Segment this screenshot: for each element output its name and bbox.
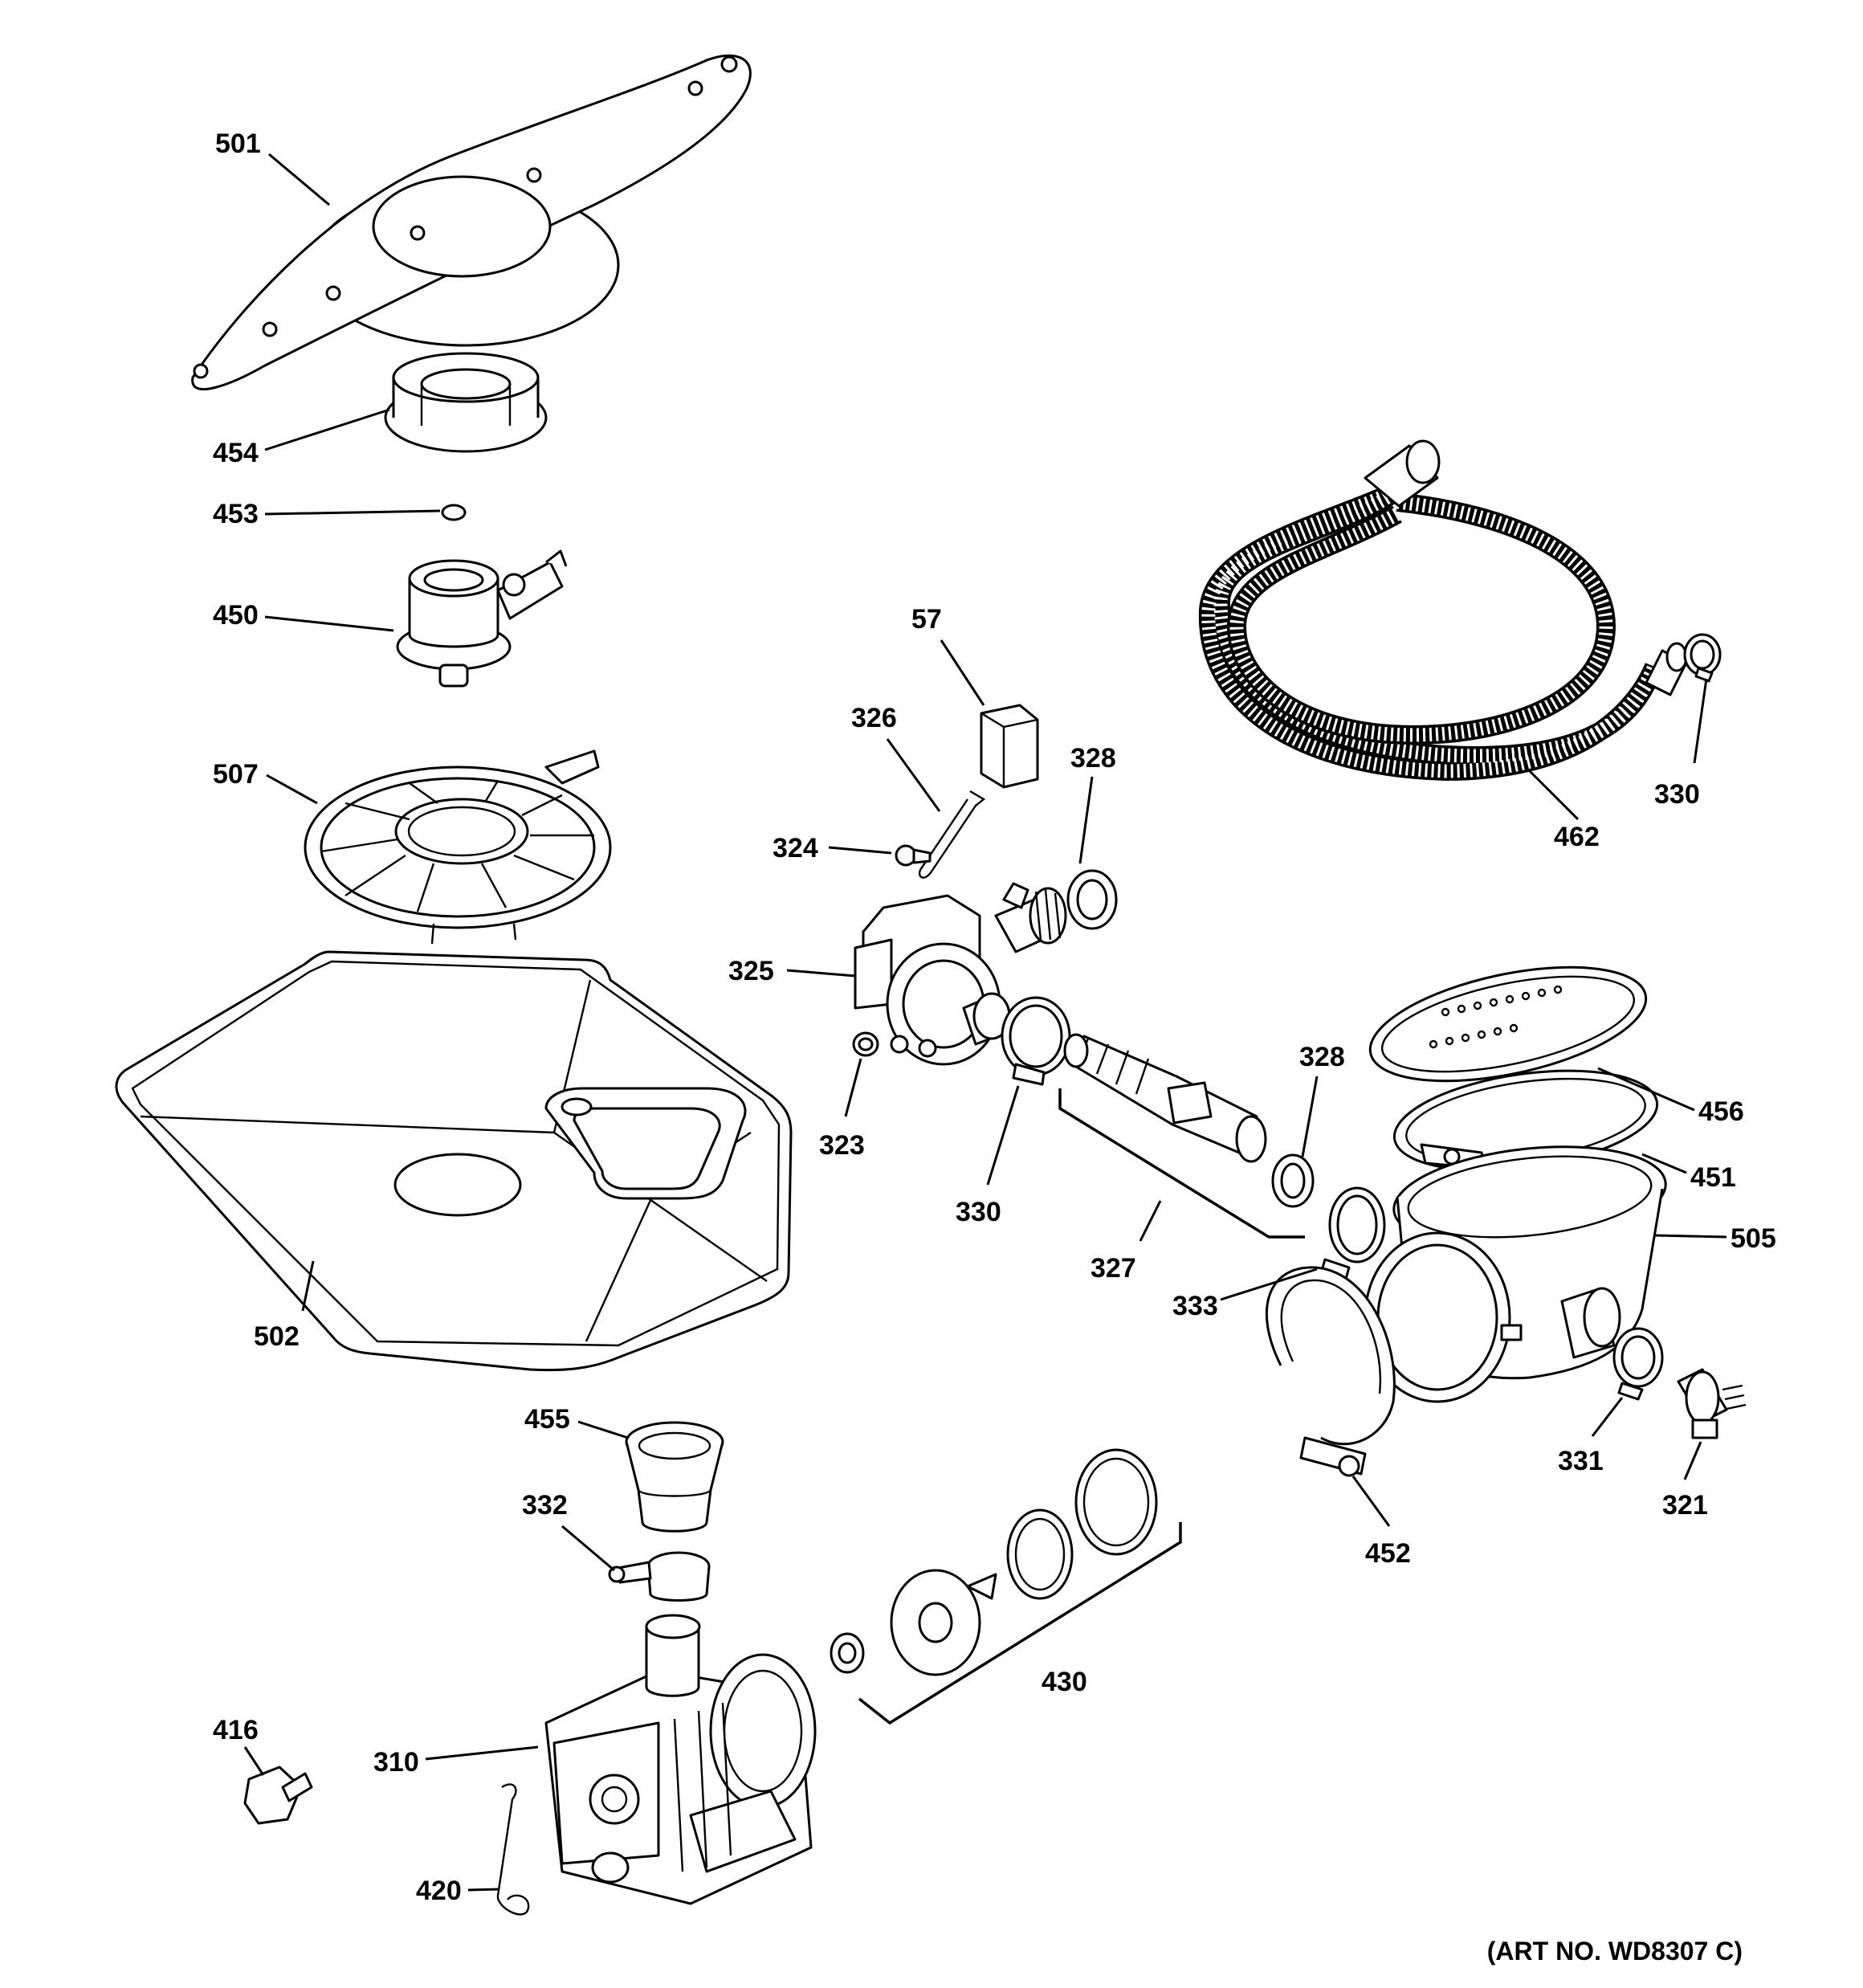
label-454: 454 bbox=[213, 438, 259, 468]
label-332: 332 bbox=[522, 1490, 568, 1521]
part-57-cube bbox=[980, 704, 1039, 789]
label-451: 451 bbox=[1690, 1162, 1736, 1193]
part-462-inlet-hose bbox=[1198, 439, 1688, 782]
part-330-clamp-right bbox=[1683, 633, 1722, 683]
part-453-oring bbox=[441, 504, 467, 521]
part-328-seal-upper bbox=[1066, 869, 1118, 930]
part-420-clip bbox=[496, 1783, 530, 1916]
part-455-boot bbox=[625, 1421, 724, 1533]
part-328-seal-lower bbox=[1271, 1153, 1315, 1208]
label-330-right: 330 bbox=[1654, 779, 1700, 810]
part-454-mount bbox=[384, 352, 548, 453]
bracket-327 bbox=[1058, 1088, 1305, 1239]
part-310-motor bbox=[544, 1614, 817, 1905]
part-324-screw bbox=[895, 844, 932, 867]
part-430-impeller-assembly bbox=[830, 1448, 1158, 1676]
label-331: 331 bbox=[1558, 1446, 1604, 1476]
label-325: 325 bbox=[728, 956, 774, 986]
part-321-sensor bbox=[1677, 1368, 1747, 1439]
part-507-filter bbox=[304, 749, 612, 945]
label-462: 462 bbox=[1554, 822, 1600, 852]
label-327: 327 bbox=[1090, 1253, 1136, 1284]
label-505: 505 bbox=[1731, 1223, 1776, 1254]
part-451-clamp-ring bbox=[1392, 1069, 1659, 1172]
label-420: 420 bbox=[416, 1876, 462, 1906]
label-310: 310 bbox=[373, 1747, 419, 1778]
part-327-drain-hose bbox=[1063, 1033, 1267, 1163]
leader-lines bbox=[243, 153, 1727, 1892]
part-333-clamp bbox=[1320, 1186, 1386, 1280]
label-328-upper: 328 bbox=[1070, 743, 1116, 774]
label-502: 502 bbox=[254, 1321, 300, 1352]
part-326-clip bbox=[918, 790, 986, 879]
label-321: 321 bbox=[1662, 1490, 1708, 1521]
label-333: 333 bbox=[1172, 1291, 1218, 1321]
label-328-lower: 328 bbox=[1299, 1042, 1345, 1072]
art-number: (ART NO. WD8307 C) bbox=[1487, 1937, 1743, 1966]
label-416: 416 bbox=[213, 1715, 259, 1745]
part-325-drain-pump bbox=[854, 882, 1067, 1066]
part-450-manifold bbox=[396, 549, 568, 688]
label-57: 57 bbox=[911, 604, 942, 635]
label-430: 430 bbox=[1042, 1667, 1087, 1697]
part-labels: 501 454 453 450 507 502 57 326 328 324 3… bbox=[213, 129, 1776, 1966]
label-456: 456 bbox=[1698, 1096, 1744, 1127]
label-507: 507 bbox=[213, 759, 259, 790]
label-452: 452 bbox=[1365, 1538, 1411, 1569]
part-452-large-clamp bbox=[1265, 1266, 1396, 1477]
bracket-430 bbox=[858, 1522, 1182, 1725]
part-331-clamp bbox=[1612, 1327, 1664, 1401]
part-330-clamp-left bbox=[1001, 996, 1071, 1086]
part-505-sump bbox=[1364, 1145, 1667, 1403]
label-323: 323 bbox=[819, 1130, 865, 1161]
part-323-plug bbox=[852, 1031, 879, 1057]
part-501-spray-arm bbox=[191, 54, 752, 391]
label-326: 326 bbox=[851, 703, 897, 733]
label-450: 450 bbox=[213, 600, 259, 631]
label-453: 453 bbox=[213, 499, 259, 529]
label-330-left: 330 bbox=[956, 1197, 1001, 1227]
part-502-sump-cover bbox=[115, 950, 793, 1372]
label-324: 324 bbox=[773, 833, 818, 863]
label-501: 501 bbox=[215, 129, 261, 159]
label-455: 455 bbox=[524, 1404, 570, 1435]
part-332-clamp bbox=[608, 1551, 711, 1602]
part-456-gasket bbox=[1368, 965, 1648, 1083]
part-416-bolt bbox=[243, 1766, 313, 1825]
